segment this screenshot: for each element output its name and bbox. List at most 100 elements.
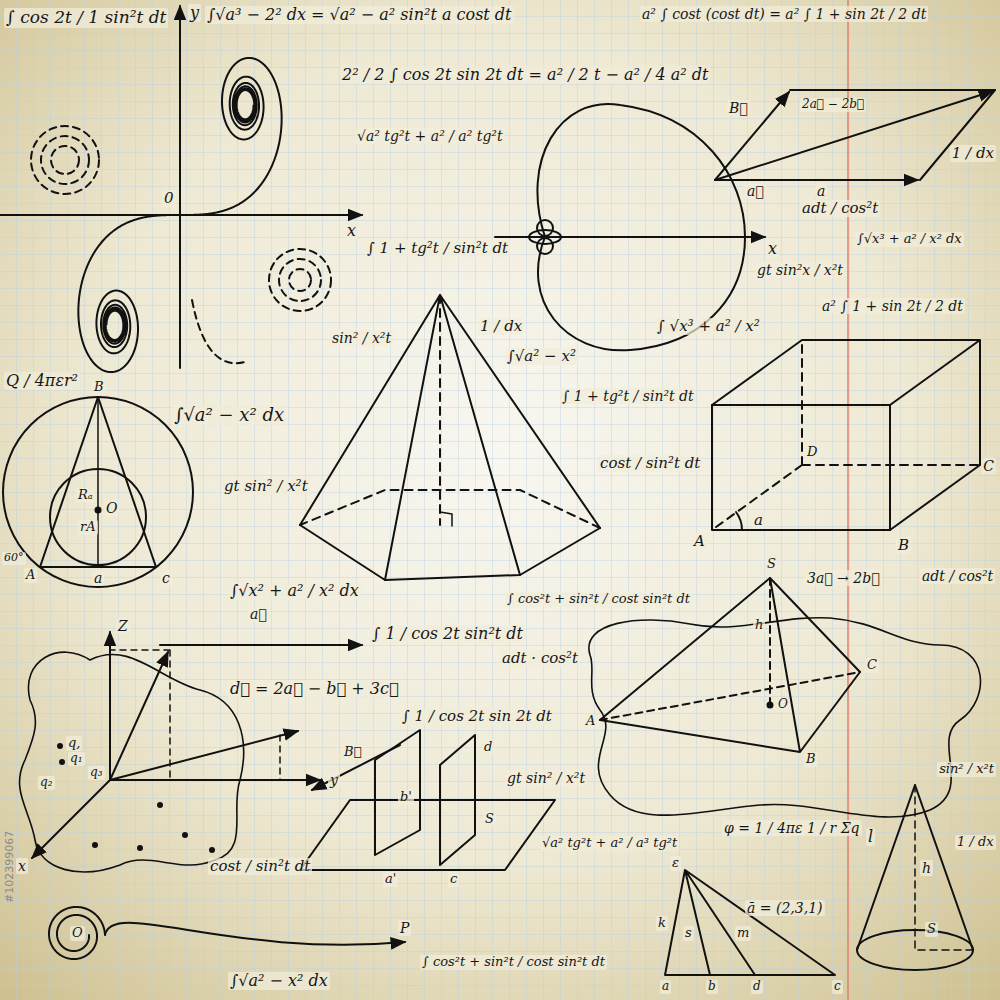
spiral-arm	[180, 58, 282, 215]
dashed-circle	[41, 136, 89, 184]
hidden-edge	[300, 295, 600, 528]
charge-dot	[137, 845, 143, 851]
dashed-circle	[289, 269, 311, 291]
plane	[440, 735, 475, 865]
formula-label: 1 / dx	[955, 835, 996, 850]
hidden-edge	[712, 340, 980, 530]
z-axis	[109, 632, 111, 780]
formula-label: 3a⃗ → 2b⃗	[805, 570, 882, 586]
charge-dot	[57, 743, 63, 749]
point-label: a'	[383, 872, 398, 887]
point-label: q₂	[38, 776, 55, 790]
spiral-tail	[105, 923, 405, 945]
formula-label: 2a⃗ − 2b⃗	[800, 98, 866, 112]
point-label: O	[70, 926, 85, 941]
circumcircle	[3, 397, 193, 587]
point-label: O	[776, 698, 790, 712]
formula-label: ∫√a² − x² dx	[228, 972, 330, 990]
point-label: q₃	[88, 766, 105, 780]
x-axis	[495, 236, 765, 238]
dashed-circle	[51, 146, 79, 174]
point-label: a	[660, 980, 671, 994]
cornu-spiral	[78, 58, 281, 372]
charge-dots	[57, 743, 215, 853]
small-loop	[537, 220, 553, 236]
point-label: q,	[66, 736, 82, 751]
formula-label: ∫ √x³ + a² / x²	[655, 318, 762, 335]
right-angle-mark	[440, 512, 452, 526]
charge-dot	[182, 832, 188, 838]
center-dot	[96, 508, 101, 513]
formula-label: a² ∫ cost (cost dt) = a² ∫ 1 + sin 2t / …	[640, 6, 928, 22]
point-label: 0	[162, 190, 176, 207]
point-label: A	[24, 568, 37, 583]
point-label: 60°	[2, 552, 26, 565]
point-label: m	[735, 926, 751, 941]
formula-label: √a² tg²t + a² / a² tg²t	[355, 128, 505, 144]
point-label: h	[920, 860, 933, 876]
point-label: A	[584, 714, 597, 729]
formula-label: ∫√a² − x²	[505, 348, 578, 365]
point-label: x	[16, 858, 28, 874]
point-label: S	[765, 557, 778, 572]
spiral-arm	[78, 215, 180, 372]
point-label: d	[751, 980, 763, 994]
point-label: c	[160, 570, 172, 586]
point-label: C	[865, 658, 879, 673]
dashed-circle	[31, 126, 99, 194]
dashed-curve	[192, 300, 245, 363]
point-label: Z	[116, 618, 130, 634]
formula-label: ā = (2,3,1)	[745, 900, 825, 916]
point-label: x	[345, 222, 358, 240]
vector-line	[715, 179, 918, 181]
vector-line	[920, 90, 995, 180]
vector-line	[790, 89, 995, 91]
margin-line	[847, 0, 849, 1000]
formula-label: 1 / dx	[950, 145, 996, 162]
formula-label: φ = 1 / 4πε 1 / r Σq	[722, 820, 862, 836]
dashed-circles	[31, 126, 331, 363]
point-label: a	[752, 512, 765, 529]
y-axis	[179, 6, 181, 368]
dashed-circle	[269, 249, 331, 311]
charge-region	[20, 652, 244, 872]
point-label: b	[706, 980, 718, 994]
formula-label: Q / 4πεr²	[4, 372, 80, 390]
formula-label: cost / sin²t dt	[208, 858, 312, 875]
point-label: h	[753, 618, 765, 633]
charge-dot	[92, 842, 98, 848]
dashed-circle	[279, 259, 321, 301]
cone-side	[857, 785, 973, 950]
spiral-arm	[49, 907, 105, 959]
point-label: l	[866, 828, 875, 846]
formula-label: ∫ cos²t + sin²t / cost sin²t dt	[420, 955, 607, 970]
formula-label: ∫ 1 + tg²t / sin²t dt	[365, 240, 510, 257]
formula-label: gt sin²x / x²t	[755, 262, 845, 278]
charge-dot	[209, 847, 215, 853]
formula-label: adt / cos²t	[920, 568, 995, 584]
small-loop	[537, 238, 553, 254]
formula-label: gt sin² / x²t	[222, 478, 310, 495]
point-label: c	[448, 872, 459, 887]
formula-label: a² ∫ 1 + sin 2t / 2 dt	[820, 298, 965, 314]
formula-label: ∫ 1 / cos 2t sin²t dt	[370, 625, 525, 643]
y-axis	[110, 779, 320, 781]
charge-dot	[59, 759, 65, 765]
point-label: S	[925, 922, 938, 937]
point-label: x	[766, 240, 779, 258]
vector-line	[110, 652, 168, 780]
point-label: q₁	[68, 752, 85, 766]
plane	[300, 800, 555, 870]
formula-label: ∫√x³ + a² / x² dx	[855, 232, 964, 247]
point-label: y	[328, 772, 340, 788]
point-label: P	[398, 920, 411, 936]
formula-label: 1 / dx	[478, 318, 524, 335]
watermark-number: #102399067	[4, 829, 17, 905]
point-label: A	[692, 533, 707, 550]
point-label: k	[656, 916, 668, 931]
formula-label: adt · cos²t	[500, 650, 580, 667]
formula-label: sin² / x²t	[330, 330, 393, 346]
pyramid-edge	[300, 295, 600, 580]
